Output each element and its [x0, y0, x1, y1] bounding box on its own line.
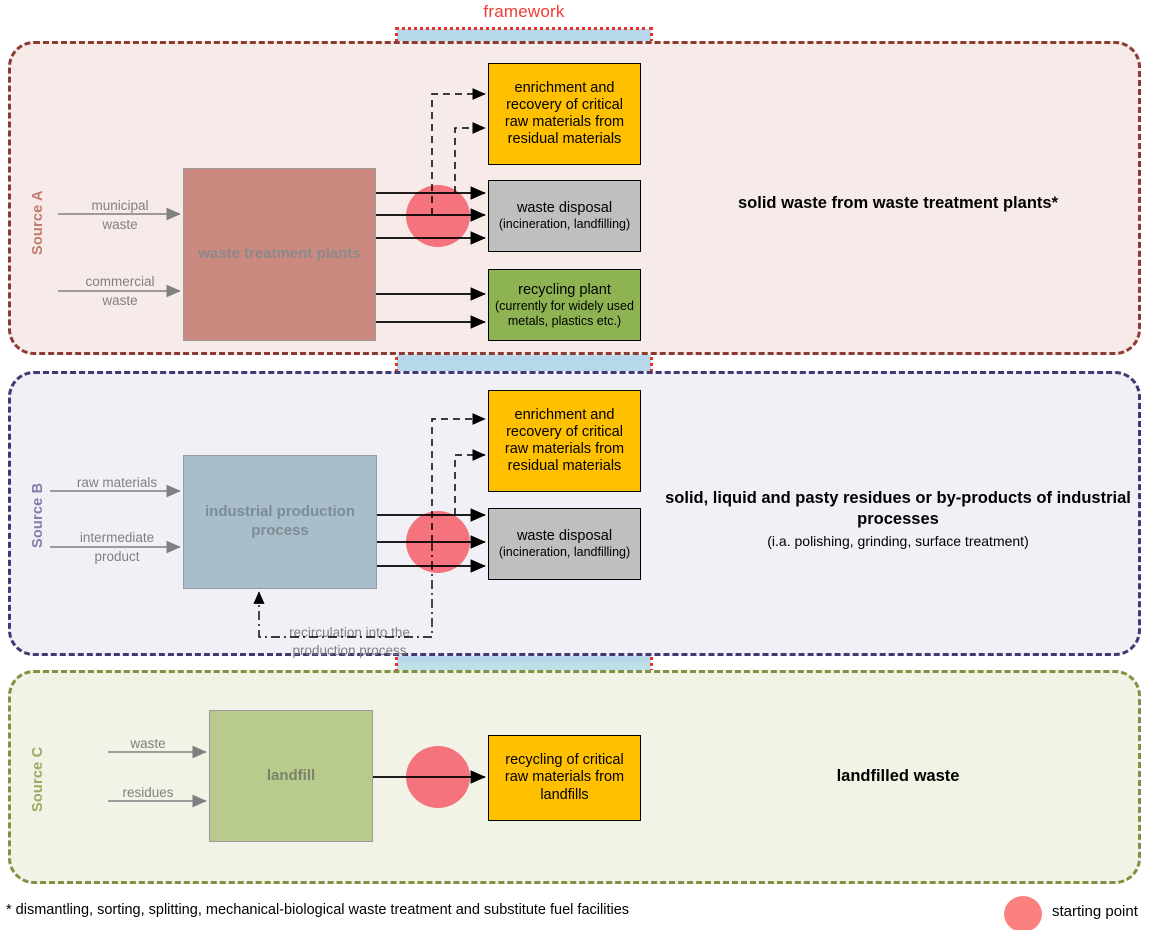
source-a-title: Source A [30, 190, 46, 255]
starting-point-c [406, 746, 470, 808]
source-c-input-1-line1: residues [122, 785, 174, 800]
source-b-input-1-line2: product [94, 549, 140, 564]
framework-label: framework [483, 2, 565, 21]
target-box-a-recycling-plant[interactable]: recycling plant (currently for widely us… [488, 269, 641, 341]
recirculation-label-line2: production process [292, 643, 407, 658]
source-a-input-1-line1: commercial [85, 274, 155, 289]
source-b-input-1-line1: intermediate [79, 530, 155, 545]
summary-b-main: solid, liquid and pasty residues or by-p… [665, 489, 1131, 529]
source-a-input-0-line2: waste [102, 217, 138, 232]
target-box-b-waste-disposal[interactable]: waste disposal (incineration, landfillin… [488, 508, 641, 580]
target-box-a-recycling-plant-label: recycling plant [518, 281, 611, 298]
recirculation-label-line1: recirculation into the [289, 625, 410, 640]
source-a-input-1-line2: waste [102, 293, 138, 308]
target-box-b-enrichment-label: enrichment and recovery of critical raw … [504, 406, 625, 475]
target-box-a-recycling-plant-sub: (currently for widely used metals, plast… [495, 298, 634, 328]
process-box-waste-treatment-plants[interactable]: waste treatment plants [183, 168, 376, 341]
source-c-input-0-line1: waste [130, 736, 166, 751]
target-box-a-enrichment[interactable]: enrichment and recovery of critical raw … [488, 63, 641, 165]
target-box-b-enrichment[interactable]: enrichment and recovery of critical raw … [488, 390, 641, 492]
target-box-a-waste-disposal-label: waste disposal [516, 200, 613, 217]
legend-starting-point-icon [1004, 896, 1042, 930]
target-box-a-waste-disposal-sub: (incineration, landfilling) [498, 217, 631, 232]
source-c-title: Source C [30, 746, 46, 812]
process-box-industrial-production[interactable]: industrial production process [183, 455, 377, 589]
starting-point-b [406, 511, 470, 573]
target-box-c-recycling-landfills[interactable]: recycling of critical raw materials from… [488, 735, 641, 821]
legend-starting-point-label: starting point [1052, 903, 1138, 920]
target-box-c-recycling-landfills-label: recycling of critical raw materials from… [504, 752, 625, 803]
target-box-a-waste-disposal[interactable]: waste disposal (incineration, landfillin… [488, 180, 641, 252]
target-box-b-waste-disposal-sub: (incineration, landfilling) [498, 545, 631, 560]
process-box-landfill[interactable]: landfill [209, 710, 373, 842]
summary-b-sub: (i.a. polishing, grinding, surface treat… [767, 533, 1029, 549]
summary-c: landfilled waste [836, 767, 960, 785]
target-box-b-waste-disposal-label: waste disposal [516, 528, 613, 545]
starting-point-a [406, 185, 470, 247]
source-b-input-0-line1: raw materials [76, 475, 158, 490]
source-b-title: Source B [30, 482, 46, 548]
summary-a: solid waste from waste treatment plants* [737, 194, 1058, 212]
footnote: * dismantling, sorting, splitting, mecha… [6, 902, 630, 918]
source-a-input-0-line1: municipal [91, 198, 149, 213]
target-box-a-enrichment-label: enrichment and recovery of critical raw … [504, 79, 625, 148]
